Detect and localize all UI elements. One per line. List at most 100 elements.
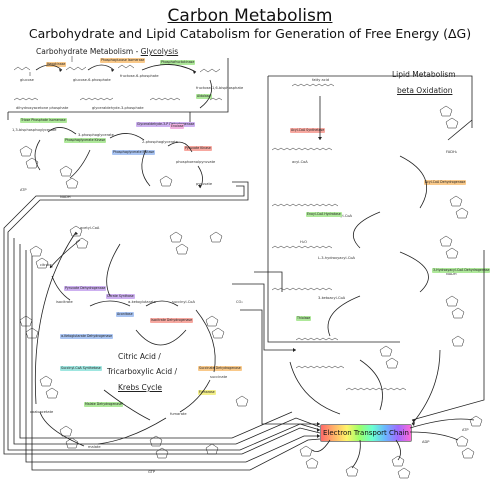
enzyme-pgi: Phosphoglucose Isomerase (100, 58, 146, 64)
arrow-heads (50, 69, 415, 438)
arrowhead-4 (198, 185, 201, 188)
label-fatty-acid: fatty acid (312, 78, 330, 82)
tca-heading-line-1: Citric Acid / (118, 352, 161, 361)
label-citrate: citrate (40, 263, 52, 267)
arrow-pgm (109, 133, 145, 141)
enzyme-pgm: Phosphoglycerate Mutase (112, 150, 156, 156)
enzyme-citrate-synthase: Citrate Synthase (106, 294, 135, 300)
label-akg: α-ketoglutarate (128, 300, 156, 304)
etc-output-ring-2 (345, 465, 359, 477)
arrow-scs (195, 309, 216, 373)
label-isocitrate: isocitrate (56, 300, 73, 304)
arrow-fadh2-out (447, 119, 473, 141)
enzyme-pk: Pyruvate Kinase (184, 146, 212, 152)
glycolysis-heading: Carbohydrate Metabolism - Glycolysis (36, 47, 178, 56)
label-h2o: H₂O (300, 240, 307, 244)
enzyme-hadh: 3-Hydroxyacyl-CoA Dehydrogenase (432, 268, 491, 274)
etc-output-ring-5 (469, 415, 483, 427)
lipid-metabolism-heading: Lipid Metabolism (392, 70, 456, 79)
arrow-nadh-to-etc (411, 349, 441, 425)
f16bp-structure (199, 68, 221, 73)
label-g3p: glyceraldehyde-3-phosphate (92, 106, 144, 110)
enzyme-acs: Acyl-CoA Synthetase (290, 128, 326, 134)
acetyl-coa-beta-chain-2 (345, 387, 407, 391)
etc-arrow-out-2 (351, 439, 361, 469)
arrow-acad (399, 155, 428, 209)
arrow-citrate-synthase (49, 239, 81, 269)
phosphate-structure (209, 97, 223, 101)
arrow-pgk (47, 127, 77, 135)
arrow-pk (197, 165, 203, 189)
enzyme-tpi: Triose Phosphate Isomerase (20, 118, 67, 124)
tca-heading-line-2: Tricarboxylic Acid / (107, 367, 177, 376)
label-succinate: succinate (210, 375, 228, 379)
label-acetyl-coa: acetyl-CoA (80, 226, 100, 230)
arrow-akgdh (145, 300, 179, 307)
label-fadh2: FADH₂ (446, 150, 458, 154)
label-glucose: glucose (20, 78, 34, 82)
tca-ring-7 (205, 315, 225, 339)
label-atp-etc: ATP (462, 428, 469, 432)
arrow-acetyl-to-etc (359, 359, 383, 411)
bundle-line-4 (19, 244, 293, 439)
arrow-thiolase (327, 295, 361, 337)
label-2pg: 2-phosphoglycerate (142, 140, 178, 144)
structure-sketches (13, 56, 483, 479)
glycolysis-heading-link: Glycolysis (140, 47, 179, 56)
tca-ring-2 (19, 315, 39, 339)
label-bpg: 1,3-bisphosphoglycerate (12, 128, 57, 132)
etc-output-ring-1 (299, 445, 319, 469)
arrow-aconitase (51, 275, 71, 301)
arrowhead-12 (50, 265, 53, 268)
fatty-acid-chain (291, 83, 335, 87)
tca-ring-4 (59, 425, 79, 449)
arrow-tca-to-etc (240, 309, 320, 425)
acetyl-coa-beta-chain (295, 365, 345, 369)
etc-arrow-out-4 (409, 431, 459, 441)
arrow-tca-inner-2 (135, 329, 187, 346)
arrowhead-13 (75, 232, 78, 235)
enzyme-ech: Enoyl-CoA Hydratase (306, 212, 342, 218)
nad-ring-beta-2 (445, 295, 465, 319)
enzyme-pdh: Pyruvate Dehydrogenase (64, 286, 107, 292)
enzyme-idh: Isocitrate Dehydrogenase (150, 318, 194, 324)
arrow-fumarase (97, 417, 167, 445)
enzyme-enolase: Enolase (170, 124, 185, 130)
arrowhead-8 (317, 434, 320, 438)
arrow-pgi (87, 64, 115, 71)
arrowhead-6 (317, 422, 320, 426)
bundle-line-2 (3, 185, 321, 455)
arrowhead-7 (317, 428, 320, 432)
g6p-structure (65, 56, 87, 71)
label-gtp: GTP (148, 470, 156, 474)
tca-heading-line-3: Krebs Cycle (118, 383, 163, 392)
label-pep: phosphoenolpyruvate (176, 160, 216, 164)
etc-arrow-out-5 (409, 418, 475, 429)
label-atp-glycolysis: ATP (20, 188, 27, 192)
arrow-ech (353, 211, 381, 249)
arrow-right-edge-etc (411, 250, 485, 421)
label-pyruvate: pyruvate (196, 182, 213, 186)
tca-ring-1 (29, 245, 49, 269)
arrow-mdh (39, 411, 85, 447)
arrowhead-3 (193, 71, 196, 74)
glycolysis-bracket (8, 58, 229, 113)
arrowhead-1 (59, 69, 62, 72)
enzyme-pgk: Phosphoglycerate Kinase (64, 138, 107, 144)
lipid-bracket-top (268, 75, 473, 128)
shortened-acyl-chain (295, 337, 339, 341)
tca-ring-10 (205, 443, 219, 455)
label-f6p: fructose-6-phosphate (120, 74, 159, 78)
arrow-hexokinase (35, 64, 63, 71)
lipid-bracket-left (267, 76, 400, 343)
arrow-hadh (399, 251, 429, 293)
enzyme-akgdh: α-Ketoglutarate Dehydrogenase (60, 334, 114, 340)
label-hydroxyacyl-coa: L-3-hydroxyacyl-CoA (318, 256, 356, 260)
enzyme-gapdh: Glyceraldehyde-3-P Dehydrogenase (136, 122, 196, 128)
pathway-connectors (3, 58, 485, 471)
arrowhead-9 (412, 422, 415, 426)
label-oxaloacetate: oxaloacetate (30, 410, 54, 414)
coa-ring (69, 225, 89, 249)
arrow-co2-out (254, 271, 283, 292)
arrowhead-11 (293, 348, 296, 352)
